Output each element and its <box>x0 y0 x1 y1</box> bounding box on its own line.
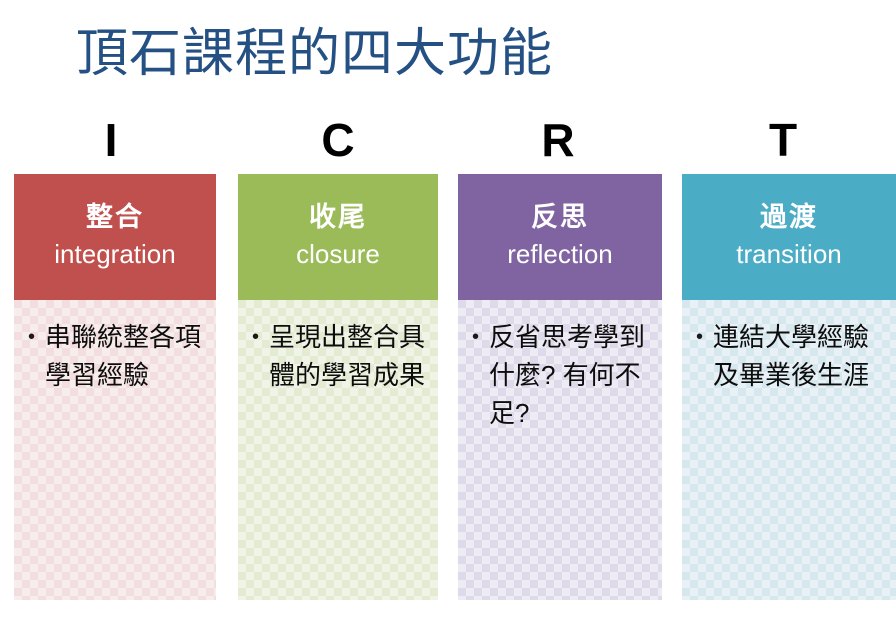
list-item-text: 串聯統整各項學習經驗 <box>45 322 202 390</box>
list-item: • 反省思考學到什麼? 有何不足? <box>472 318 652 432</box>
list-item-text: 反省思考學到什麼? 有何不足? <box>489 322 646 428</box>
column-body-reflection: • 反省思考學到什麼? 有何不足? <box>458 300 662 600</box>
column-transition: 過渡 transition • 連結大學經驗及畢業後生涯 <box>682 174 896 600</box>
list-item: • 串聯統整各項學習經驗 <box>28 318 206 394</box>
column-reflection: 反思 reflection • 反省思考學到什麼? 有何不足? <box>458 174 662 600</box>
column-integration: 整合 integration • 串聯統整各項學習經驗 <box>14 174 216 600</box>
column-title-en-transition: transition <box>736 239 842 269</box>
column-title-cn-closure: 收尾 <box>309 202 367 232</box>
column-title-en-reflection: reflection <box>507 239 613 269</box>
acronym-letter-r: R <box>541 114 575 166</box>
acronym-letter-c: C <box>321 114 355 166</box>
acronym-letter-row: I C R T <box>0 112 896 170</box>
list-item: • 呈現出整合具體的學習成果 <box>252 318 428 394</box>
column-body-integration: • 串聯統整各項學習經驗 <box>14 300 216 600</box>
column-header-reflection: 反思 reflection <box>458 174 662 300</box>
list-item-text: 連結大學經驗及畢業後生涯 <box>713 322 870 390</box>
bullet-icon: • <box>28 326 36 348</box>
column-body-transition: • 連結大學經驗及畢業後生涯 <box>682 300 896 600</box>
list-item: • 連結大學經驗及畢業後生涯 <box>696 318 886 394</box>
column-title-en-integration: integration <box>54 239 176 269</box>
column-body-closure: • 呈現出整合具體的學習成果 <box>238 300 438 600</box>
column-title-cn-integration: 整合 <box>86 202 144 232</box>
list-item-text: 呈現出整合具體的學習成果 <box>269 322 426 390</box>
bullet-icon: • <box>696 326 704 348</box>
column-title-en-closure: closure <box>296 239 380 269</box>
acronym-letter-t: T <box>768 114 798 166</box>
column-header-closure: 收尾 closure <box>238 174 438 300</box>
column-closure: 收尾 closure • 呈現出整合具體的學習成果 <box>238 174 438 600</box>
column-header-integration: 整合 integration <box>14 174 216 300</box>
column-title-cn-reflection: 反思 <box>531 202 589 232</box>
bullet-icon: • <box>252 326 260 348</box>
column-title-cn-transition: 過渡 <box>760 202 818 232</box>
page-title: 頂石課程的四大功能 <box>76 25 554 83</box>
acronym-letter-i: I <box>104 114 118 166</box>
column-header-transition: 過渡 transition <box>682 174 896 300</box>
bullet-icon: • <box>472 326 480 348</box>
